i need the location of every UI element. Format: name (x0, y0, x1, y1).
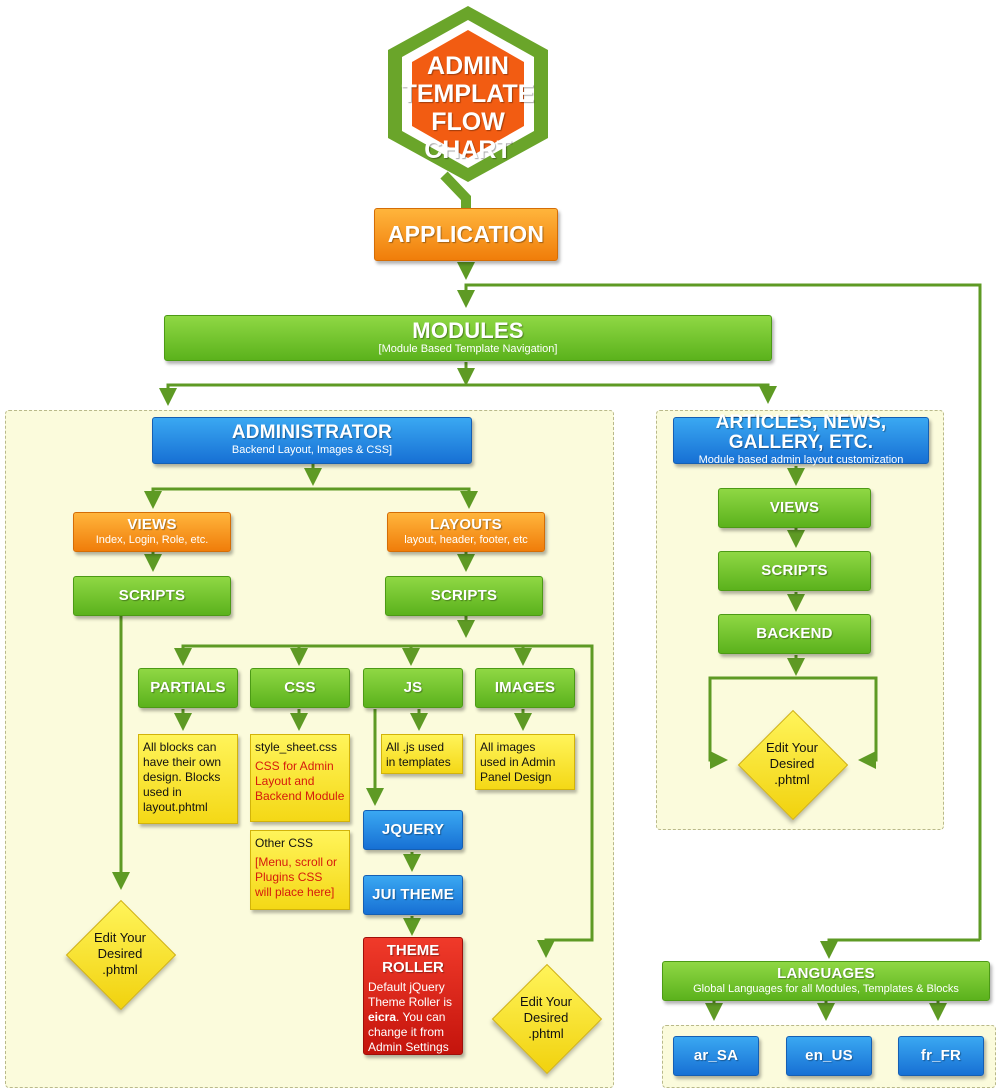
backend-box[interactable]: BACKEND (718, 614, 871, 654)
partials-note: All blocks can have their own design. Bl… (138, 734, 238, 824)
js-note-line: All .js used (386, 740, 445, 754)
jquery-title: JQUERY (381, 821, 445, 839)
language-item-label: ar_SA (693, 1047, 739, 1065)
theme-roller-title: THEME ROLLER (382, 942, 444, 976)
views-subtitle: Index, Login, Role, etc. (95, 533, 209, 546)
theme-roller-box[interactable]: THEME ROLLER Default jQuery Theme Roller… (363, 937, 463, 1055)
articles-title: ARTICLES, NEWS, GALLERY, ETC. (715, 412, 887, 454)
js-title: JS (403, 679, 423, 697)
backend-title: BACKEND (756, 625, 833, 643)
administrator-subtitle: Backend Layout, Images & CSS] (231, 444, 393, 457)
partials-note-line: All blocks can (143, 740, 217, 754)
css-note-line: style_sheet.css (255, 740, 338, 754)
partials-note-line: used in (143, 785, 182, 799)
articles-subtitle: Module based admin layout customization (698, 454, 904, 467)
languages-subtitle: Global Languages for all Modules, Templa… (693, 982, 959, 995)
scripts-right-title: SCRIPTS (430, 587, 498, 605)
images-note-line: Panel Design (480, 770, 552, 784)
layouts-title: LAYOUTS (430, 516, 502, 534)
edit-right-line-3: .phtml (774, 772, 810, 787)
css-note: style_sheet.css CSS for Admin Layout and… (250, 734, 350, 822)
logo-line-2: TEMPLATE (401, 80, 535, 108)
css-title: CSS (284, 679, 316, 697)
views-box[interactable]: VIEWS Index, Login, Role, etc. (73, 512, 231, 552)
css-note-red-line: CSS for Admin (255, 759, 334, 773)
languages-title: LANGUAGES (777, 965, 875, 983)
logo-line-1: ADMIN (427, 52, 509, 80)
scripts-left-box[interactable]: SCRIPTS (73, 576, 231, 616)
views-module-title: VIEWS (769, 499, 820, 517)
edit-right-diamond[interactable]: Edit Your Desired .phtml (737, 709, 849, 821)
css-box[interactable]: CSS (250, 668, 350, 708)
theme-roller-text: Default jQuery Theme Roller is eicra. Yo… (368, 980, 458, 1055)
theme-roller-text-bold: eicra (368, 1010, 397, 1024)
jui-theme-title: JUI THEME (372, 886, 454, 904)
modules-subtitle: [Module Based Template Navigation] (378, 343, 558, 356)
language-item-label: fr_FR (920, 1047, 962, 1065)
theme-roller-text-b: . You can change it from Admin Settings (368, 1010, 449, 1054)
edit-right-line-1: Edit Your (765, 740, 819, 755)
logo-line-3: FLOW CHART (424, 108, 512, 164)
partials-note-line: have their own (143, 755, 222, 769)
language-item-ar-sa[interactable]: ar_SA (673, 1036, 759, 1076)
language-item-fr-fr[interactable]: fr_FR (898, 1036, 984, 1076)
edit-left-line-3: .phtml (102, 962, 138, 977)
scripts-module-box[interactable]: SCRIPTS (718, 551, 871, 591)
css-note-red-line: Backend Module (255, 789, 345, 803)
layouts-subtitle: layout, header, footer, etc (404, 533, 528, 546)
images-box[interactable]: IMAGES (475, 668, 575, 708)
administrator-box[interactable]: ADMINISTRATOR Backend Layout, Images & C… (152, 417, 472, 464)
modules-box[interactable]: MODULES [Module Based Template Navigatio… (164, 315, 772, 361)
logo-hexagon (388, 6, 548, 182)
images-note-line: All images (480, 740, 536, 754)
edit-left-line-1: Edit Your (93, 930, 147, 945)
other-css-red-line: [Menu, scroll or (255, 855, 338, 869)
scripts-right-box[interactable]: SCRIPTS (385, 576, 543, 616)
other-css-note: Other CSS [Menu, scroll or Plugins CSS w… (250, 830, 350, 910)
js-note: All .js used in templates (381, 734, 463, 774)
partials-note-line: design. Blocks (143, 770, 221, 784)
theme-roller-text-a: Default jQuery Theme Roller is (368, 980, 453, 1009)
language-item-en-us[interactable]: en_US (786, 1036, 872, 1076)
edit-left-line-2: Desired (97, 946, 143, 961)
views-module-box[interactable]: VIEWS (718, 488, 871, 528)
jui-theme-box[interactable]: JUI THEME (363, 875, 463, 915)
application-title: APPLICATION (387, 221, 545, 248)
images-note: All images used in Admin Panel Design (475, 734, 575, 790)
language-item-label: en_US (805, 1047, 853, 1065)
scripts-module-title: SCRIPTS (761, 562, 828, 580)
views-title: VIEWS (127, 516, 177, 534)
articles-box[interactable]: ARTICLES, NEWS, GALLERY, ETC. Module bas… (673, 413, 929, 467)
partials-note-line: layout.phtml (143, 800, 208, 814)
edit-mid-line-3: .phtml (528, 1026, 564, 1041)
jquery-box[interactable]: JQUERY (363, 810, 463, 850)
logo-title: ADMIN TEMPLATE FLOW CHART (400, 52, 536, 164)
other-css-red-line: Plugins CSS (255, 870, 323, 884)
partials-box[interactable]: PARTIALS (138, 668, 238, 708)
modules-title: MODULES (412, 318, 524, 344)
other-css-note-line: Other CSS (255, 836, 314, 850)
edit-mid-line-1: Edit Your (519, 994, 573, 1009)
application-box[interactable]: APPLICATION (374, 208, 558, 261)
partials-title: PARTIALS (150, 679, 226, 697)
other-css-red-line: will place here] (255, 885, 335, 899)
layouts-box[interactable]: LAYOUTS layout, header, footer, etc (387, 512, 545, 552)
js-box[interactable]: JS (363, 668, 463, 708)
edit-right-line-2: Desired (769, 756, 815, 771)
images-note-line: used in Admin (480, 755, 556, 769)
administrator-title: ADMINISTRATOR (231, 422, 393, 444)
languages-box[interactable]: LANGUAGES Global Languages for all Modul… (662, 961, 990, 1001)
edit-mid-diamond[interactable]: Edit Your Desired .phtml (491, 963, 603, 1075)
scripts-left-title: SCRIPTS (118, 587, 186, 605)
js-note-line: in templates (386, 755, 451, 769)
edit-left-diamond[interactable]: Edit Your Desired .phtml (65, 899, 177, 1011)
css-note-red-line: Layout and (255, 774, 315, 788)
edit-mid-line-2: Desired (523, 1010, 569, 1025)
images-title: IMAGES (494, 679, 556, 697)
